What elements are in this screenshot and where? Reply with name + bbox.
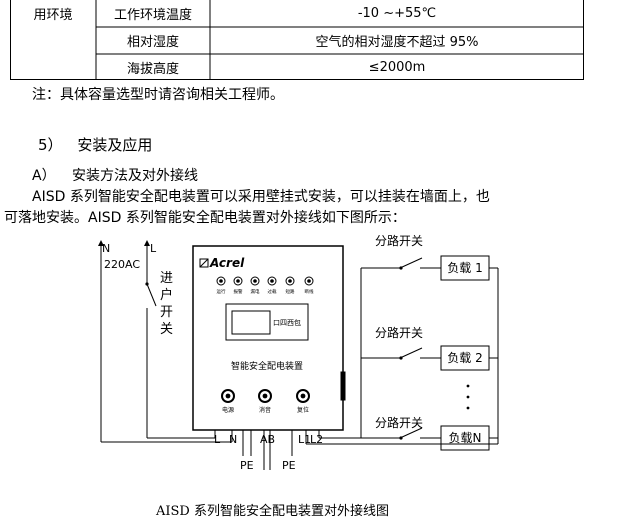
load-box bbox=[440, 345, 490, 371]
load-label: 负载 2 bbox=[447, 351, 482, 365]
note-text: 注：具体容量选型时请咨询相关工程师。 bbox=[32, 87, 284, 103]
power-knob-icon bbox=[221, 389, 235, 403]
indicator-label: 漏电 bbox=[251, 288, 260, 295]
load-label: 负载N bbox=[449, 431, 482, 445]
load-box bbox=[440, 255, 490, 281]
voltage-label: 220AC bbox=[104, 258, 140, 271]
table-row-value: ≤2000m bbox=[368, 59, 426, 75]
table-row-label: 相对湿度 bbox=[126, 35, 179, 50]
mute-knob-icon bbox=[258, 389, 272, 403]
subsection-heading: A） 安装方法及对外接线 bbox=[32, 165, 198, 185]
terminal-l-label: L bbox=[214, 433, 221, 446]
table-row-label: 海拔高度 bbox=[126, 61, 179, 77]
indicator-lamp bbox=[216, 276, 226, 286]
branch-switch-label: 分路开关 bbox=[375, 233, 423, 248]
pe-label: PE bbox=[240, 459, 254, 472]
device-screen bbox=[231, 310, 271, 335]
table-row-value: 空气的相对湿度不超过 95% bbox=[315, 35, 479, 50]
terminal-n-label: N bbox=[229, 433, 237, 446]
diagram-caption: AISD 系列智能安全配电装置对外接线图 bbox=[156, 504, 389, 519]
indicator-lamp bbox=[267, 276, 277, 286]
table-group-label: 用环境 bbox=[33, 8, 73, 23]
device-cabinet bbox=[192, 245, 344, 431]
ellipsis-dot bbox=[466, 406, 470, 410]
paragraph-line-2: 可落地安装。AISD 系列智能安全配电装置对外接线如下图所示： bbox=[4, 210, 406, 226]
ellipsis-dot bbox=[466, 384, 470, 388]
main-switch-blade bbox=[146, 283, 157, 307]
l-label: L bbox=[150, 242, 157, 255]
section-title: 安装及应用 bbox=[77, 136, 153, 154]
indicator-lamp bbox=[304, 276, 314, 286]
reset-knob-icon bbox=[296, 389, 310, 403]
load-label: 负载 1 bbox=[447, 261, 482, 275]
n-label: N bbox=[102, 242, 110, 255]
indicator-label: 断线 bbox=[305, 288, 314, 295]
terminal-ab-label: AB bbox=[260, 433, 275, 446]
indicator-lamp bbox=[233, 276, 243, 286]
indicator-label: 报警 bbox=[234, 288, 243, 295]
n-arrow-icon bbox=[98, 240, 104, 246]
device-handle bbox=[340, 371, 346, 401]
load-box bbox=[440, 425, 490, 451]
section-heading: 5） 安装及应用 bbox=[38, 134, 152, 155]
paragraph-line-1: AISD 系列智能安全配电装置可以采用壁挂式安装，可以挂装在墙面上，也 bbox=[32, 189, 490, 205]
wiring-diagram: N L 220AC 进 户 开 关 Acrel 运行 报警 漏电 过载 短路 断… bbox=[98, 233, 499, 472]
button-label: 复位 bbox=[297, 406, 309, 414]
main-switch-label: 户 bbox=[160, 287, 173, 303]
brand-name: Acrel bbox=[209, 256, 245, 270]
device-name: 智能安全配电装置 bbox=[231, 360, 303, 372]
acrel-logo-icon bbox=[199, 258, 209, 268]
pe-label: PE bbox=[282, 459, 296, 472]
branch-switch-label: 分路开关 bbox=[375, 325, 423, 340]
l-arrow-icon bbox=[144, 240, 150, 246]
main-switch-label: 开 bbox=[160, 305, 173, 320]
table-row-label: 工作环境温度 bbox=[113, 8, 192, 23]
subsection-letter: A） bbox=[32, 168, 56, 184]
terminal-l1-label: L1 bbox=[298, 433, 311, 446]
branch-switch-blade bbox=[399, 257, 423, 269]
section-number: 5） bbox=[38, 136, 63, 154]
branch-switch-blade bbox=[399, 347, 423, 359]
indicator-label: 短路 bbox=[286, 288, 295, 295]
branch-switch-blade bbox=[399, 427, 423, 439]
indicator-label: 运行 bbox=[217, 288, 226, 295]
button-label: 电源 bbox=[222, 406, 234, 414]
device-display-panel bbox=[225, 303, 309, 341]
indicator-lamp bbox=[285, 276, 295, 286]
branch-switch-label: 分路开关 bbox=[375, 415, 423, 430]
display-text: 口四西包 bbox=[273, 318, 301, 327]
ellipsis-dot bbox=[466, 395, 470, 399]
table-row-value: -10 ~+55℃ bbox=[357, 6, 437, 21]
indicator-lamp bbox=[250, 276, 260, 286]
indicator-label: 过载 bbox=[268, 288, 277, 295]
button-label: 消音 bbox=[259, 406, 271, 414]
spec-table: 用环境 工作环境温度 -10 ~+55℃ 相对湿度 空气的相对湿度不超过 95%… bbox=[10, 0, 584, 80]
main-switch-label: 关 bbox=[160, 322, 173, 337]
main-switch-label: 进 bbox=[160, 271, 173, 286]
table-grid bbox=[10, 0, 584, 80]
terminal-l2-label: L2 bbox=[310, 433, 323, 446]
subsection-title: 安装方法及对外接线 bbox=[72, 168, 199, 184]
